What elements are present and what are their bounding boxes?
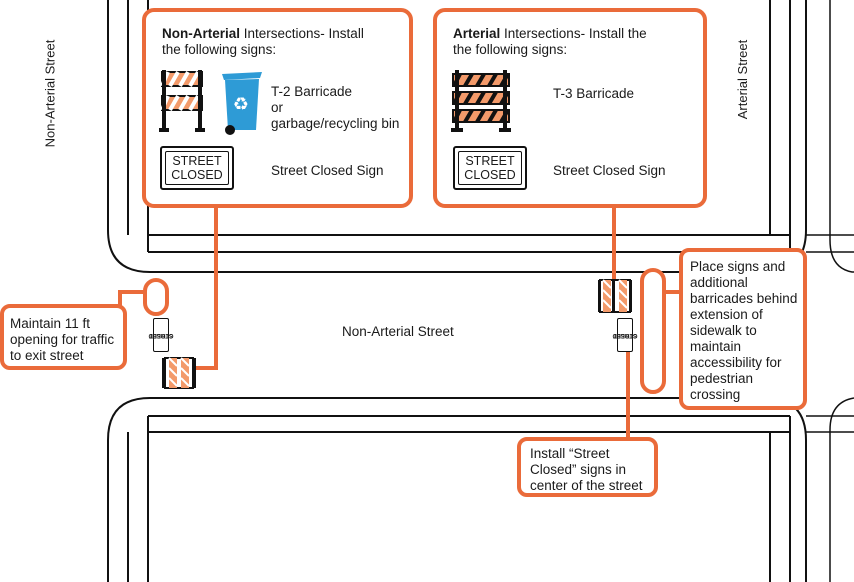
road-sign-right: STREET CLOSED [612,318,638,352]
block-top-left [107,0,540,273]
t2-label-line3: garbage/recycling bin [271,116,400,131]
left-street-label: Non-Arterial Street [42,39,58,148]
street-barricade-right [598,279,632,313]
non-arterial-heading-line2: the following signs: [162,42,277,57]
sidewalk-extension-marker [640,268,666,394]
t2-label-line1: T-2 Barricade [271,84,353,99]
arterial-heading-bold: Arterial [453,26,501,41]
block-bottom-left [107,397,540,582]
arterial-sign-label: Street Closed Sign [553,163,666,178]
t2-barricade-icon [159,70,205,132]
svg-text:♻: ♻ [233,94,249,115]
opening-marker [143,278,169,316]
crosswalk-bottom-right [806,415,854,433]
t3-label: T-3 Barricade [553,86,635,101]
place-signs-callout: Place signs and additional barricades be… [679,248,807,410]
arterial-heading-line2: the following signs: [453,42,568,57]
street-closed-sign-icon: STREET CLOSED [160,146,234,190]
crosswalk-top-right [806,234,854,253]
sidewalk-bottom-left [147,415,540,582]
non-arterial-heading-rest: Intersections- Install [240,26,364,41]
block-top-right [829,0,854,273]
horizontal-street-label: Non-Arterial Street [342,324,454,339]
right-street-label: Arterial Street [735,39,750,120]
maintain-opening-callout: Maintain 11 ft opening for traffic to ex… [0,304,127,370]
sidewalk-bottom-middle [540,415,791,582]
connector-nonarterial [192,205,218,370]
street-barricade-left [162,357,196,389]
recycling-bin-icon: ♻ [222,72,262,135]
t2-label-line2: or [271,100,284,115]
block-bottom-right [829,397,854,582]
arterial-heading-rest: Intersections- Install the [500,26,647,41]
non-arterial-callout: Non-Arterial Intersections- Install the … [142,8,413,208]
non-arterial-heading-bold: Non-Arterial [162,26,241,41]
non-arterial-sign-label: Street Closed Sign [271,163,384,178]
t3-barricade-icon [451,70,511,132]
road-sign-left: STREET CLOSED [148,318,174,352]
arterial-callout: Arterial Intersections- Install the the … [433,8,707,208]
street-closed-sign-icon-arterial: STREET CLOSED [453,146,527,190]
install-center-callout: Install “Street Closed” signs in center … [517,437,658,497]
